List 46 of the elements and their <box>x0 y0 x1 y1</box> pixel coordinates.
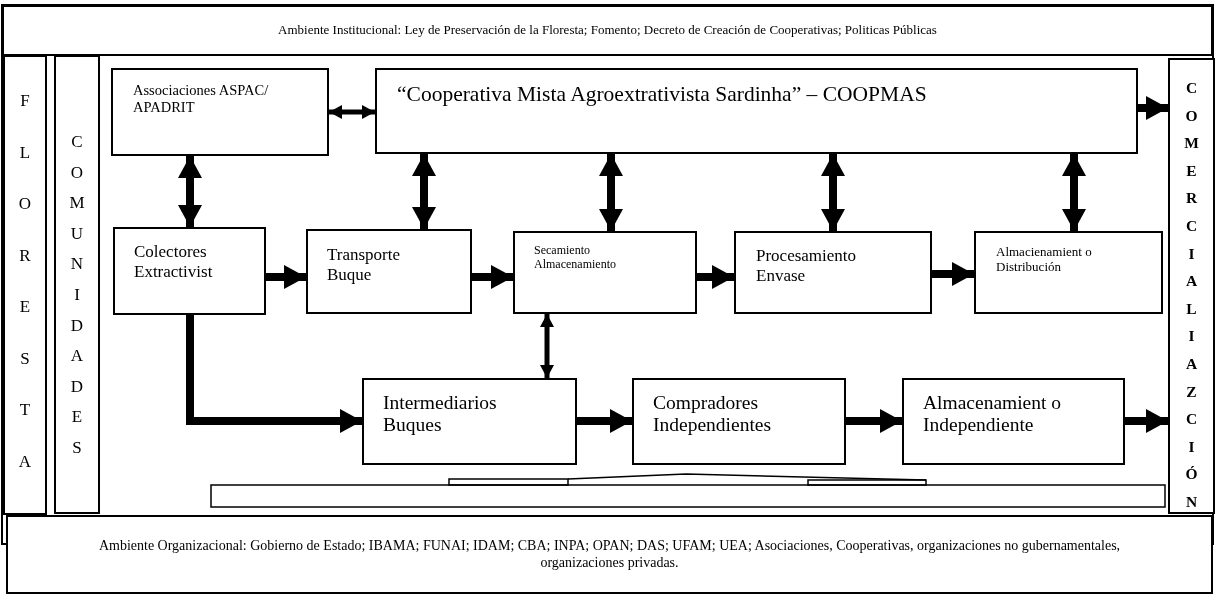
arrow <box>472 265 513 289</box>
process-box <box>513 231 697 314</box>
side-column <box>3 55 47 515</box>
box-label: Procesamiento Envase <box>756 246 858 286</box>
arrow <box>821 154 845 231</box>
process-box <box>306 229 472 314</box>
side-column <box>54 55 100 514</box>
box-label: Colectores Extractivist <box>134 242 214 282</box>
process-box <box>362 378 577 465</box>
box-label: Ambiente Institucional: Ley de Preservación de la Floresta; Fomento; Decreto de Creación de Cooperativas; Politicas Públicas <box>278 23 937 38</box>
arrow <box>266 265 306 289</box>
arrow <box>1138 96 1168 120</box>
arrow <box>186 315 362 433</box>
arrow <box>932 262 974 286</box>
arrow <box>846 409 902 433</box>
process-box <box>113 227 266 315</box>
box-label: Almacenamient o Independiente <box>923 392 1063 437</box>
arrow <box>540 314 554 378</box>
box-label: “Cooperativa Mista Agroextrativista Sardinha” – COOPMAS <box>397 82 928 107</box>
box-label: Transporte Buque <box>327 245 402 285</box>
box-label: Intermediarios Buques <box>383 392 498 437</box>
side-column <box>1168 58 1215 514</box>
process-box <box>111 68 329 156</box>
process-box <box>902 378 1125 465</box>
box-label: Compradores Independientes <box>653 392 773 437</box>
vertical-label: COMUNIDADES <box>68 131 86 459</box>
process-box <box>734 231 932 314</box>
arrow <box>329 105 375 119</box>
process-box <box>375 68 1138 154</box>
vertical-label: FLORESTA <box>17 90 33 473</box>
process-box <box>974 231 1163 314</box>
arrow <box>412 154 436 229</box>
arrow <box>599 154 623 231</box>
box-label: Almacienamient o Distribución <box>996 245 1093 275</box>
box-label: Associaciones ASPAC/ APADRIT <box>133 82 270 116</box>
arrow <box>178 156 202 227</box>
box-label: Secamiento Almacenamiento <box>534 244 617 272</box>
vertical-label: COMERCIALIAZCIÓN <box>1183 78 1200 512</box>
footer-band <box>6 515 1213 594</box>
arrow <box>697 265 734 289</box>
arrow <box>1125 409 1168 433</box>
box-label: Ambiente Organizacional: Gobierno de Estado; IBAMA; FUNAI; IDAM; CBA; INPA; OPAN; DAS; UFAM; UEA; Asociaciones, Cooperativas, organizaciones no gubernamentales, organizaciones privadas. <box>97 538 1122 571</box>
header-band <box>2 5 1213 56</box>
arrow <box>577 409 632 433</box>
process-box <box>632 378 846 465</box>
arrow <box>1062 154 1086 231</box>
